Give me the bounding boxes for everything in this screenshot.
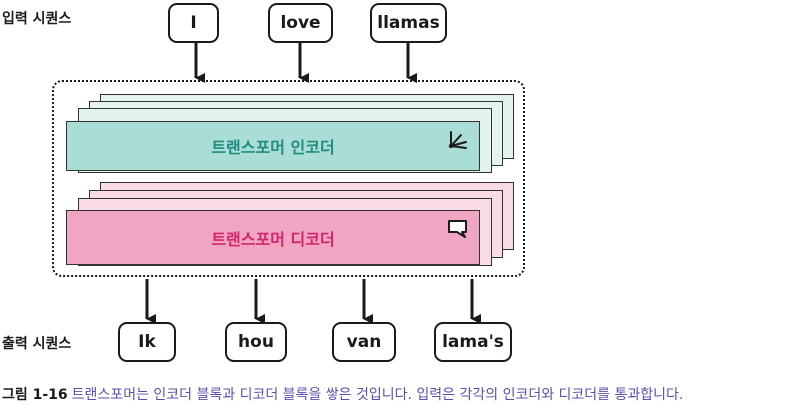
output-token: lama's (434, 322, 512, 362)
encoder-label: 트랜스포머 인코더 (211, 138, 335, 157)
output-token: Ik (118, 322, 176, 362)
figure-number: 그림 1-16 (2, 387, 68, 403)
speech-bubble-icon (448, 220, 467, 238)
output-token: van (332, 322, 396, 362)
caption-text: 트랜스포머는 인코더 블록과 디코더 블록을 쌓은 것입니다. 입력은 각각의 … (71, 387, 684, 403)
output-sequence-label: 출력 시퀀스 (2, 336, 72, 352)
input-sequence-label: 입력 시퀀스 (2, 11, 72, 27)
input-token: llamas (370, 3, 447, 43)
output-token: hou (225, 322, 287, 362)
decoder-label: 트랜스포머 디코더 (211, 229, 335, 249)
transformer-frame (52, 80, 525, 277)
input-token: love (268, 3, 333, 43)
attention-rays-icon (448, 131, 467, 149)
decoder-block: 트랜스포머 디코더 (66, 210, 480, 265)
encoder-block: 트랜스포머 인코더 (66, 121, 480, 171)
input-token: I (168, 3, 219, 43)
